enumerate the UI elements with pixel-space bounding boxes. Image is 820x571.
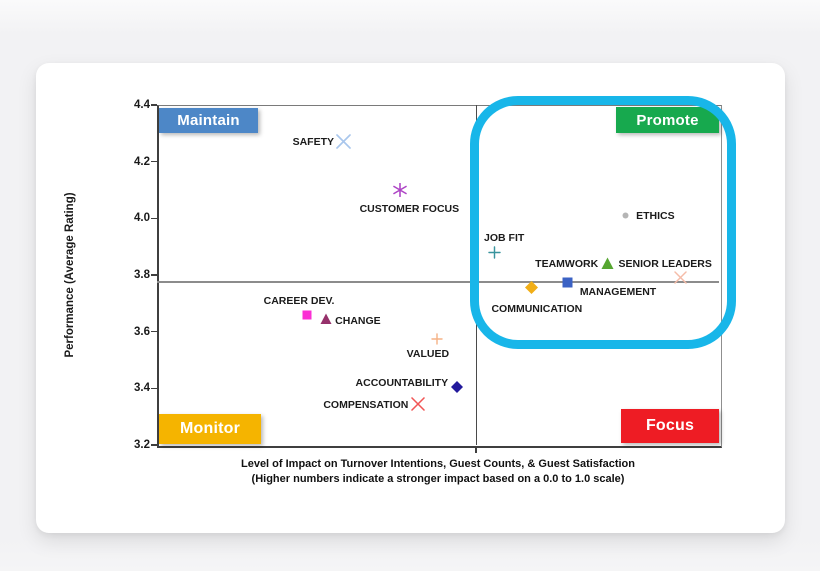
- y-tick-label-4.2: 4.2: [134, 155, 150, 168]
- plot-area: [157, 105, 722, 448]
- change-marker: [320, 313, 332, 325]
- y-tick-mark: [151, 274, 157, 276]
- y-tick-label-3.6: 3.6: [134, 325, 150, 338]
- y-tick-label-4.0: 4.0: [134, 212, 150, 225]
- y-tick-mark: [151, 160, 157, 163]
- x-axis-caption-line1: Level of Impact on Turnover Intentions, …: [240, 458, 635, 470]
- vertical-divider-line: [475, 105, 477, 445]
- valued-label: VALUED: [406, 347, 450, 360]
- communication-label: COMMUNICATION: [491, 302, 583, 315]
- senior-leaders-label: SENIOR LEADERS: [618, 257, 712, 270]
- y-tick-mark: [151, 387, 157, 390]
- accountability-marker: [451, 380, 464, 393]
- ethics-label: ETHICS: [636, 209, 675, 222]
- change-label: CHANGE: [335, 314, 381, 327]
- y-tick-label-4.4: 4.4: [134, 99, 150, 111]
- job-fit-marker: [487, 246, 501, 259]
- safety-marker: [335, 134, 351, 150]
- compensation-marker: [411, 397, 426, 411]
- x-tick-mark: [475, 447, 477, 453]
- quadrant-badge-maintain: Maintain: [159, 108, 258, 133]
- customer-focus-label: CUSTOMER FOCUS: [359, 203, 460, 215]
- y-tick-mark: [151, 444, 157, 446]
- compensation-label: COMPENSATION: [323, 398, 409, 411]
- communication-marker: [525, 281, 539, 295]
- accountability-label: ACCOUNTABILITY: [355, 376, 449, 389]
- customer-focus-marker: [393, 182, 408, 198]
- career-dev-label: CAREER DEV.: [263, 294, 335, 307]
- senior-leaders-marker: [673, 271, 687, 285]
- y-tick-label-3.2: 3.2: [134, 439, 150, 451]
- y-tick-label-3.8: 3.8: [134, 269, 150, 281]
- y-tick-mark: [151, 330, 157, 333]
- x-axis-caption: Level of Impact on Turnover Intentions, …: [157, 457, 719, 486]
- career-dev-marker: [302, 310, 312, 320]
- safety-label: SAFETY: [292, 135, 335, 148]
- x-axis-caption-line2: (Higher numbers indicate a stronger impa…: [251, 472, 625, 485]
- y-tick-mark: [151, 104, 157, 106]
- job-fit-label: JOB FIT: [484, 232, 525, 245]
- quadrant-badge-focus: Focus: [621, 409, 719, 443]
- horizontal-divider-line: [157, 281, 719, 283]
- y-tick-label-3.4: 3.4: [134, 382, 150, 395]
- teamwork-label: TEAMWORK: [535, 257, 599, 270]
- valued-marker: [431, 333, 443, 345]
- ethics-marker: [622, 212, 629, 219]
- quadrant-badge-promote: Promote: [616, 107, 719, 133]
- management-marker: [562, 277, 573, 288]
- management-label: MANAGEMENT: [579, 286, 657, 299]
- teamwork-marker: [601, 257, 614, 270]
- quadrant-badge-monitor: Monitor: [159, 414, 261, 444]
- y-axis-title: Performance (Average Rating): [64, 192, 76, 358]
- y-tick-mark: [151, 217, 157, 220]
